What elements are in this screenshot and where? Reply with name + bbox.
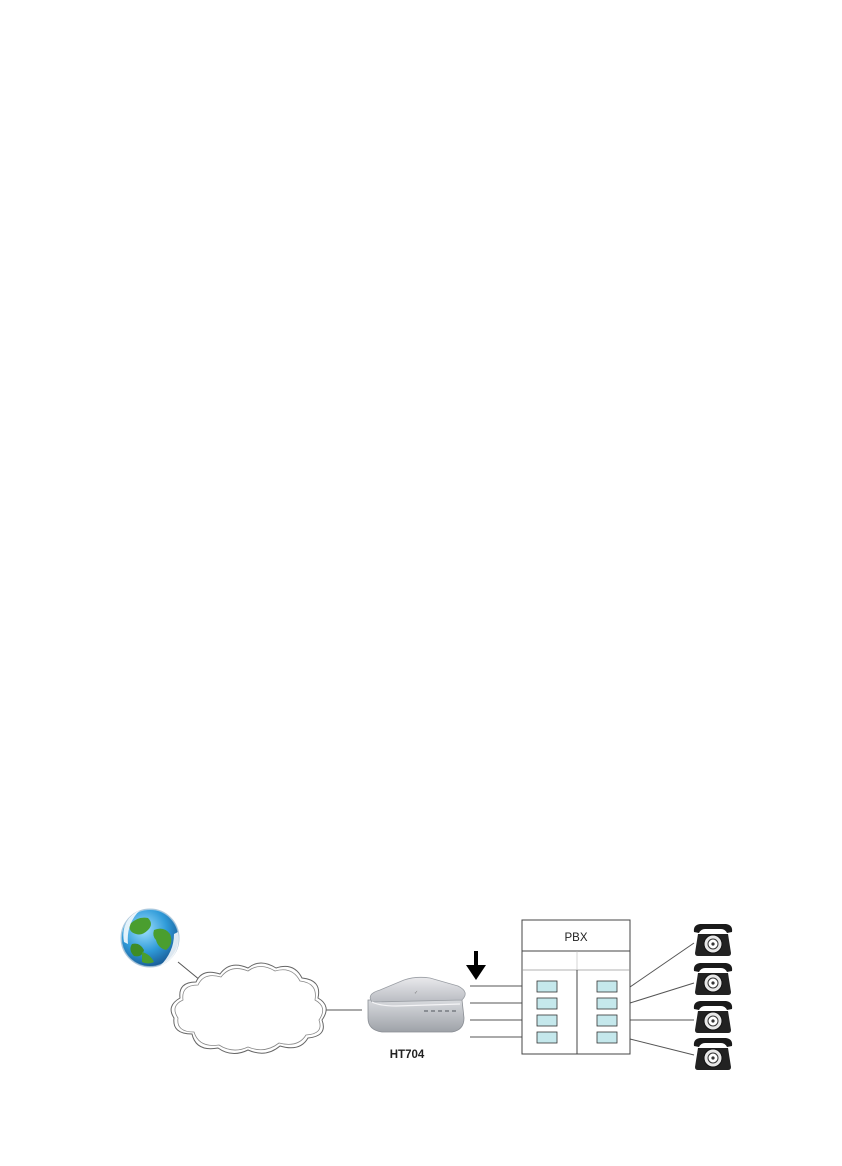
- pbx-port: [536, 1014, 558, 1027]
- pbx-port: [536, 980, 558, 993]
- pbx-port: [536, 997, 558, 1010]
- globe-icon: [120, 908, 180, 968]
- pbx-label: PBX: [564, 932, 587, 944]
- pbx-box: PBX: [521, 919, 631, 1055]
- phone-icon: [693, 1037, 733, 1071]
- phone-icon: [693, 1000, 733, 1034]
- device-label: HT704: [390, 1049, 425, 1061]
- cloud-icon: [170, 962, 327, 1054]
- phones: [693, 923, 733, 1071]
- pbx-port: [596, 1031, 618, 1044]
- pbx-port: [596, 980, 618, 993]
- status-leds: [424, 1010, 456, 1012]
- phone-icon: [693, 923, 733, 957]
- phone-icon: [693, 962, 733, 996]
- down-arrow-icon: [466, 951, 486, 980]
- extension-line-2: [629, 982, 695, 1004]
- pbx-port: [596, 997, 618, 1010]
- svg-text:✓: ✓: [414, 990, 418, 996]
- pbx-ports-right: [596, 980, 618, 1044]
- pbx-port: [536, 1031, 558, 1044]
- pbx-ports-left: [536, 980, 558, 1044]
- extension-line-4: [629, 1038, 695, 1056]
- pbx-port: [596, 1014, 618, 1027]
- connection-lines: [177, 942, 695, 1056]
- extension-line-1: [629, 942, 695, 988]
- gateway-device: ✓: [367, 976, 466, 1033]
